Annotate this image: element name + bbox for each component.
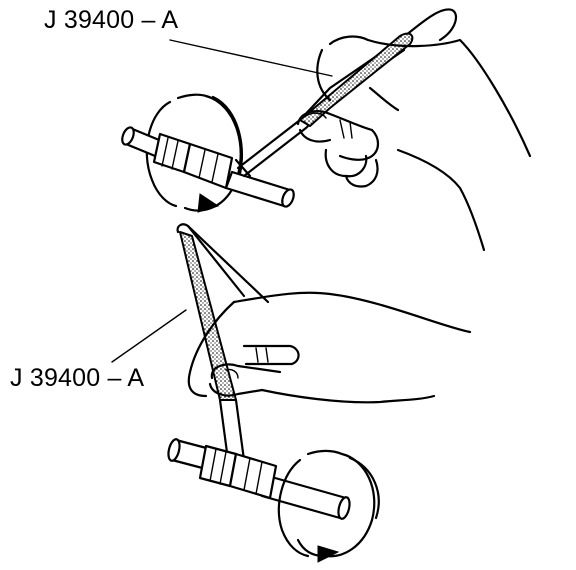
bottom-hand [187,291,472,404]
top-tool [234,8,458,178]
bottom-assembly [111,223,472,563]
top-pipe [121,126,295,208]
bottom-rotation-arrow-icon [277,449,380,563]
top-fitting [152,132,234,190]
top-assembly [121,8,532,252]
bottom-tool-callout: J 39400 – A [10,364,145,392]
bottom-leader-line [111,309,187,363]
top-hand [296,35,532,252]
bottom-tool [176,223,270,462]
top-tool-callout: J 39400 – A [44,6,179,34]
top-leader-line [169,39,333,77]
bottom-fitting [198,444,278,500]
